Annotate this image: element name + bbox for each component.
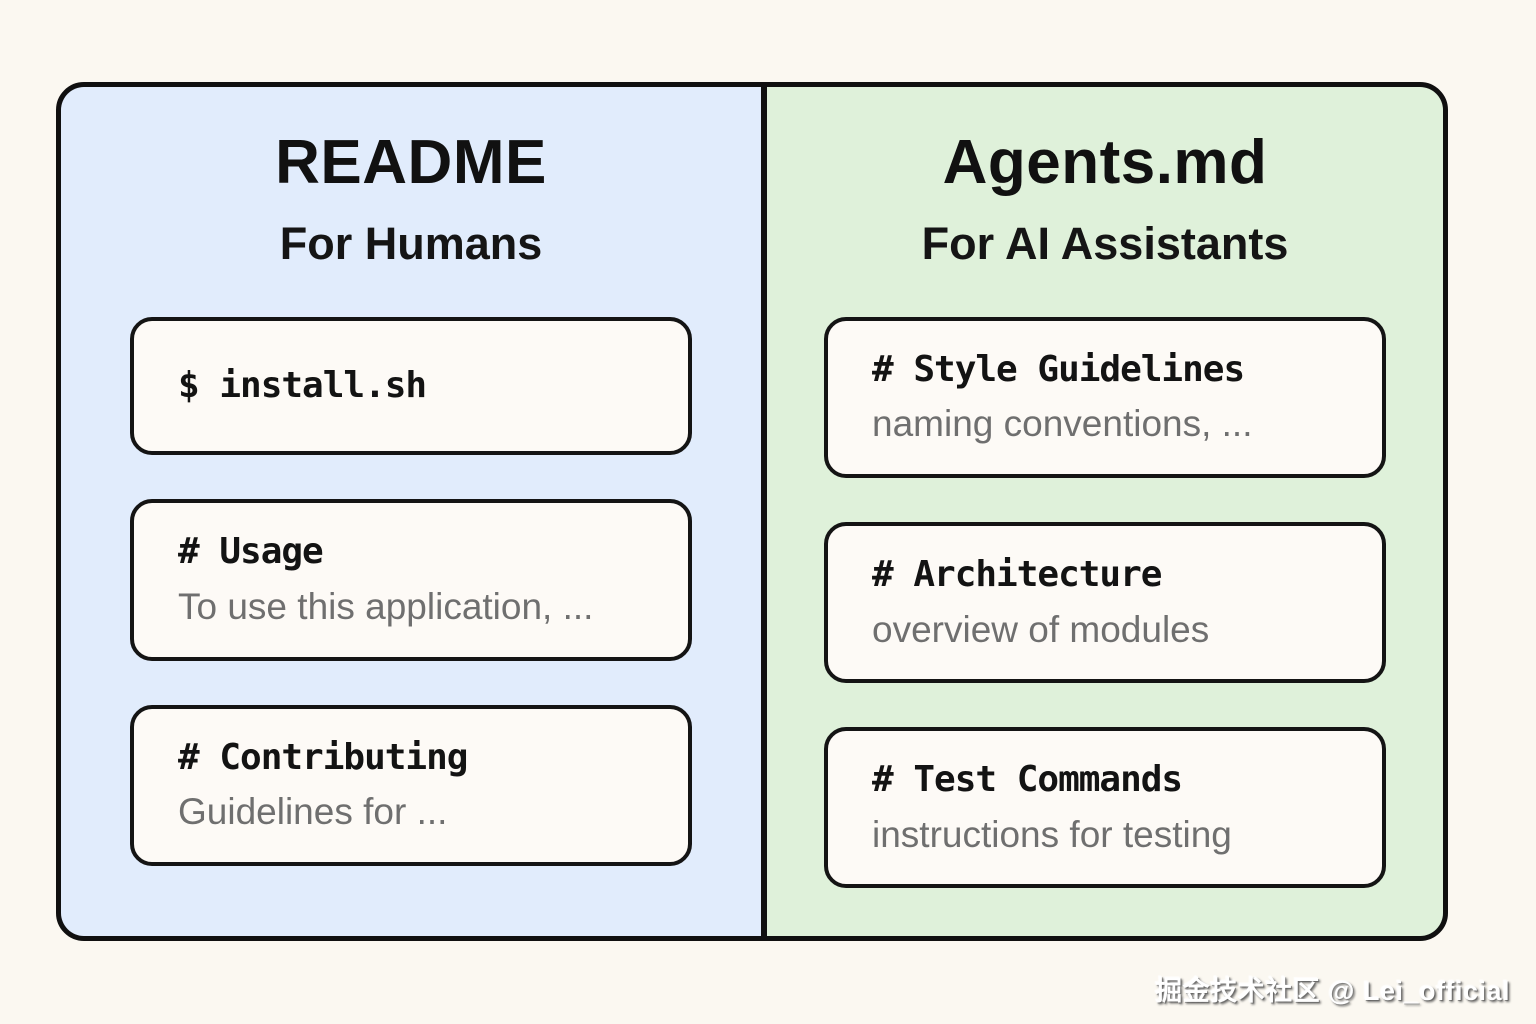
comparison-frame: README For Humans $ install.sh # Usage T…	[56, 82, 1448, 941]
readme-subtitle: For Humans	[279, 218, 543, 270]
watermark-text: 掘金技术社区 @ Lei_official	[1155, 976, 1510, 1006]
panel-agents-md: Agents.md For AI Assistants # Style Guid…	[767, 87, 1443, 936]
card-test-commands: # Test Commands instructions for testing	[824, 726, 1386, 888]
card-heading: # Usage	[178, 531, 324, 573]
agents-md-title: Agents.md	[942, 128, 1268, 197]
card-heading: # Style Guidelines	[872, 348, 1245, 390]
card-subtext: naming conventions, ...	[872, 403, 1253, 445]
card-subtext: overview of modules	[872, 608, 1210, 650]
card-subtext: Guidelines for ...	[178, 791, 448, 833]
card-install-sh: $ install.sh	[130, 316, 692, 456]
card-heading: # Architecture	[872, 553, 1162, 595]
card-usage: # Usage To use this application, ...	[130, 499, 692, 661]
card-heading: # Test Commands	[872, 758, 1183, 800]
panel-readme: README For Humans $ install.sh # Usage T…	[61, 87, 761, 936]
panel-divider	[761, 87, 767, 936]
card-subtext: instructions for testing	[872, 813, 1232, 855]
readme-title: README	[275, 128, 547, 197]
card-subtext: To use this application, ...	[178, 586, 594, 628]
card-heading: $ install.sh	[178, 364, 427, 406]
card-contributing: # Contributing Guidelines for ...	[130, 704, 692, 866]
agents-md-subtitle: For AI Assistants	[921, 218, 1289, 270]
card-style-guidelines: # Style Guidelines naming conventions, .…	[824, 316, 1386, 478]
card-architecture: # Architecture overview of modules	[824, 521, 1386, 683]
card-heading: # Contributing	[178, 736, 468, 778]
